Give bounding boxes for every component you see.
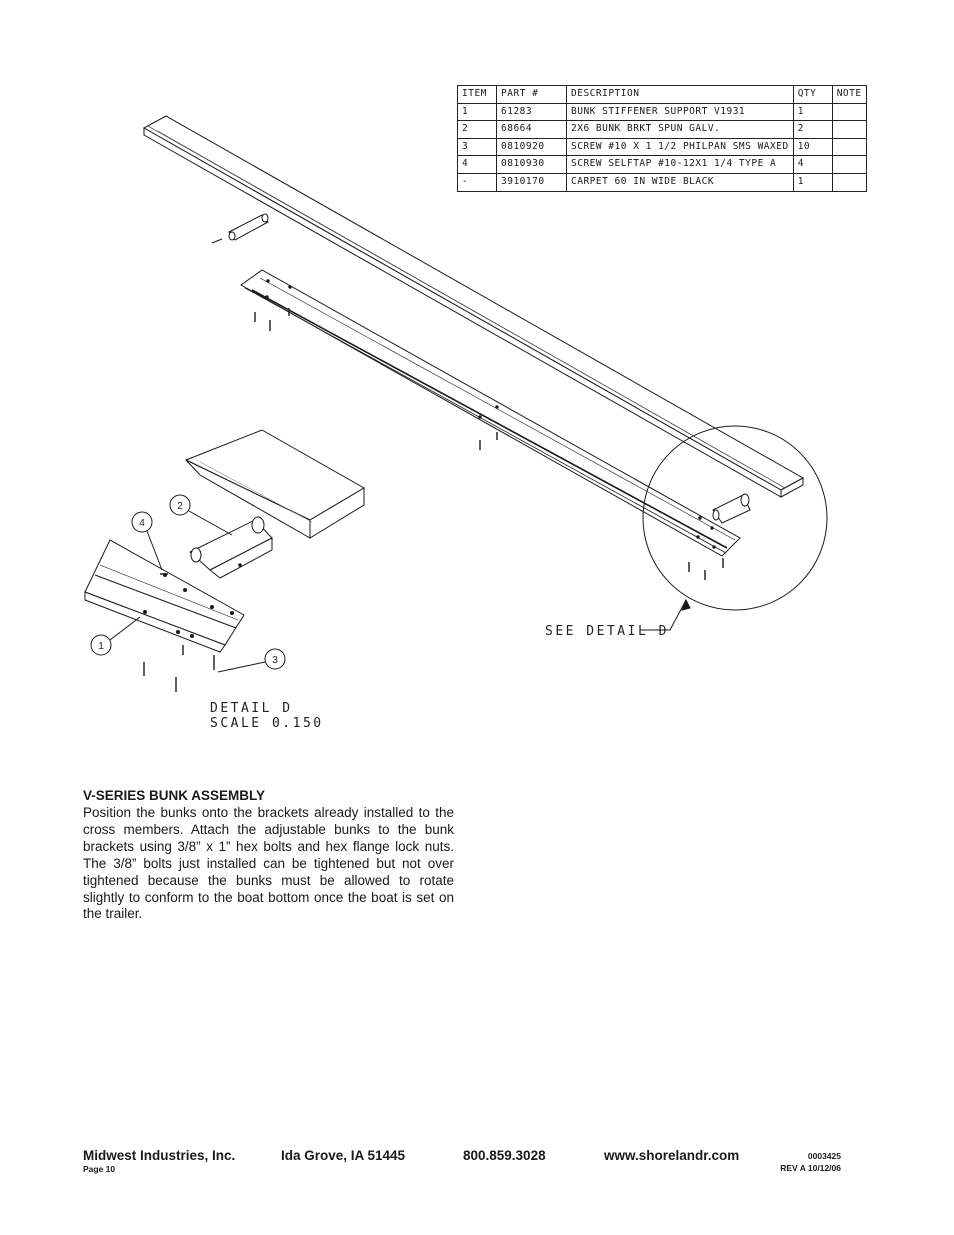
footer-page-number: Page 10 <box>83 1164 116 1174</box>
bunk-board <box>142 115 805 498</box>
section-title: V-SERIES BUNK ASSEMBLY <box>83 788 266 803</box>
detail-bracket <box>189 516 273 579</box>
cell-description: CARPET 60 IN WIDE BLACK <box>566 172 794 192</box>
table-row: 4 0810930 SCREW SELFTAP #10-12X1 1/4 TYP… <box>457 155 867 174</box>
cell-part: 3910170 <box>496 172 567 192</box>
svg-text:4: 4 <box>139 518 145 529</box>
table-row: 2 68664 2X6 BUNK BRKT SPUN GALV. 2 <box>457 120 867 139</box>
bracket-detail-circle <box>712 493 751 524</box>
screws-main <box>254 308 724 580</box>
bracket-top <box>211 213 269 244</box>
section-body: Position the bunks onto the brackets alr… <box>83 805 454 922</box>
parts-table-header-row: ITEM PART # DESCRIPTION QTY NOTE <box>457 85 867 104</box>
detail-stiffener <box>84 539 245 653</box>
cell-note <box>831 172 867 192</box>
see-detail-label: SEE DETAIL D <box>545 624 669 639</box>
svg-text:3: 3 <box>272 655 278 666</box>
cell-item: - <box>457 172 497 192</box>
detail-label: DETAIL D <box>210 701 293 716</box>
footer-doc-number: 0003425 <box>807 1151 841 1161</box>
stiffener-channel <box>240 269 741 557</box>
detail-scale: SCALE 0.150 <box>210 716 324 731</box>
footer-city: Ida Grove, IA 51445 <box>281 1148 406 1163</box>
detail-screws <box>143 573 215 692</box>
footer-website: www.shorelandr.com <box>604 1148 740 1163</box>
footer-company: Midwest Industries, Inc. <box>83 1148 236 1163</box>
balloon-4: 4 <box>131 511 163 571</box>
detail-circle: SEE DETAIL D <box>545 425 828 639</box>
table-row: 1 61283 BUNK STIFFENER SUPPORT V1931 1 <box>457 102 867 122</box>
cell-qty: 1 <box>792 172 833 192</box>
balloon-3: 3 <box>217 648 286 673</box>
svg-text:1: 1 <box>98 641 104 652</box>
parts-table: ITEM PART # DESCRIPTION QTY NOTE 1 61283… <box>457 85 867 192</box>
footer-phone: 800.859.3028 <box>463 1148 546 1163</box>
assembly-drawing: SEE DETAIL D <box>84 115 828 731</box>
parts-table-body: ITEM PART # DESCRIPTION QTY NOTE 1 61283… <box>457 85 867 192</box>
balloon-2: 2 <box>169 494 233 536</box>
table-row: - 3910170 CARPET 60 IN WIDE BLACK 1 <box>457 172 867 192</box>
balloon-1: 1 <box>90 616 141 656</box>
detail-board <box>184 429 365 539</box>
footer-revision: REV A 10/12/06 <box>780 1163 841 1173</box>
svg-text:2: 2 <box>177 501 183 512</box>
